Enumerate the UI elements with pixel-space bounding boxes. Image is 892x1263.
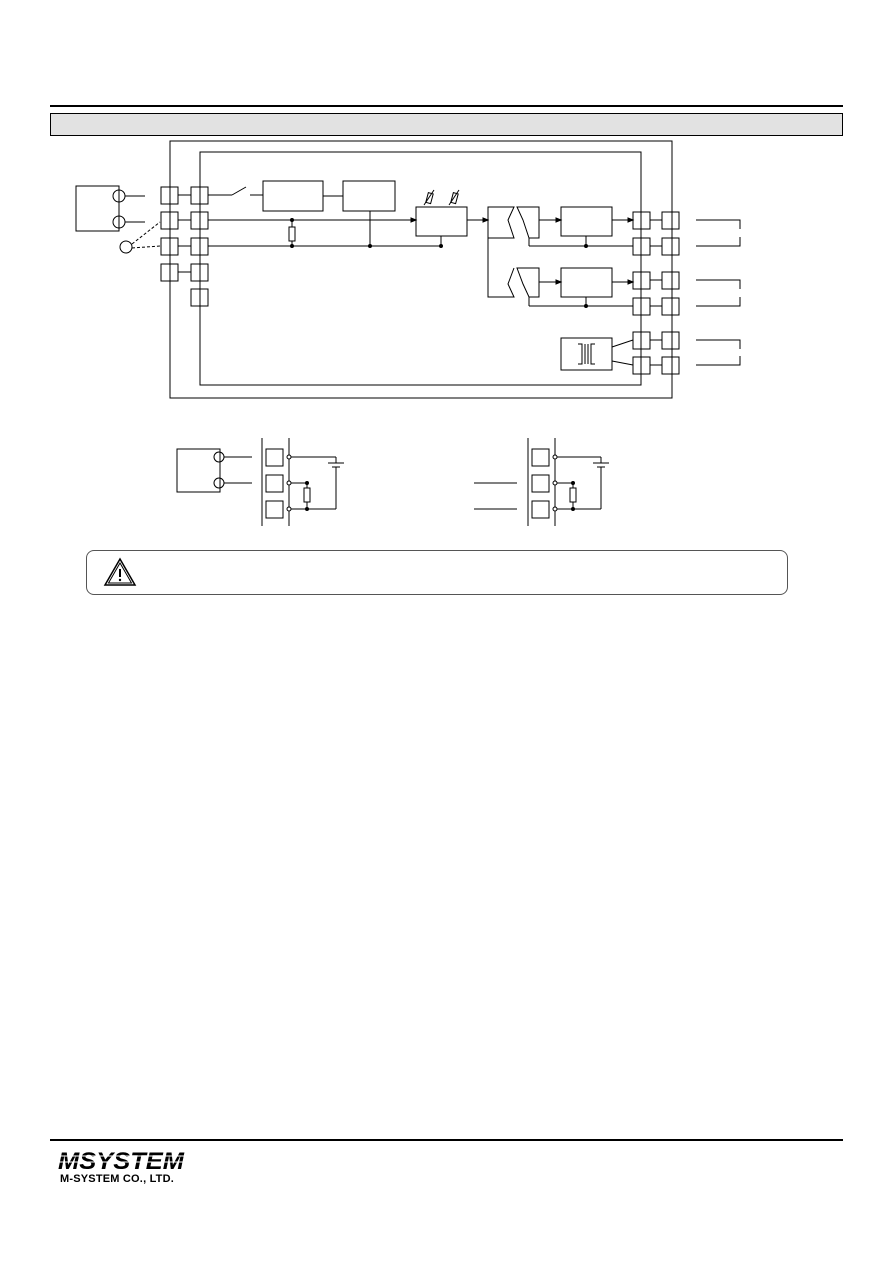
section-title-bar xyxy=(50,113,843,136)
output-stage xyxy=(487,206,635,308)
optional-sensor-lead xyxy=(119,240,133,254)
msystem-logo-icon: MSYSTEM xyxy=(58,1148,185,1172)
resistor-icon xyxy=(288,226,296,242)
function-block-2 xyxy=(342,180,396,212)
output-driver-1 xyxy=(560,206,613,237)
svg-text:MSYSTEM: MSYSTEM xyxy=(58,1148,185,1172)
output-terminals xyxy=(632,211,680,375)
resistor-icon xyxy=(303,487,311,503)
top-rule xyxy=(50,105,843,107)
function-block-1 xyxy=(262,180,324,212)
output-driver-2 xyxy=(560,267,613,298)
power-supply-block xyxy=(560,337,634,371)
signal-lines xyxy=(199,217,441,385)
company-logo: MSYSTEM M-SYSTEM CO., LTD. xyxy=(58,1148,188,1188)
block-diagram xyxy=(75,140,741,526)
input-stage xyxy=(208,180,396,248)
internal-circuit-boundary xyxy=(199,151,642,386)
resistor-icon xyxy=(569,487,577,503)
connection-example-1 xyxy=(176,438,344,526)
bottom-rule xyxy=(50,1139,843,1141)
warning-triangle-icon xyxy=(103,557,137,586)
connection-example-2 xyxy=(474,438,609,526)
input-sensor xyxy=(75,185,161,254)
input-terminals xyxy=(160,186,209,307)
adjustment-block xyxy=(415,189,490,248)
external-wiring xyxy=(696,219,741,366)
company-name: M-SYSTEM CO., LTD. xyxy=(60,1173,175,1185)
caution-box xyxy=(86,550,788,595)
module-enclosure xyxy=(169,140,673,399)
